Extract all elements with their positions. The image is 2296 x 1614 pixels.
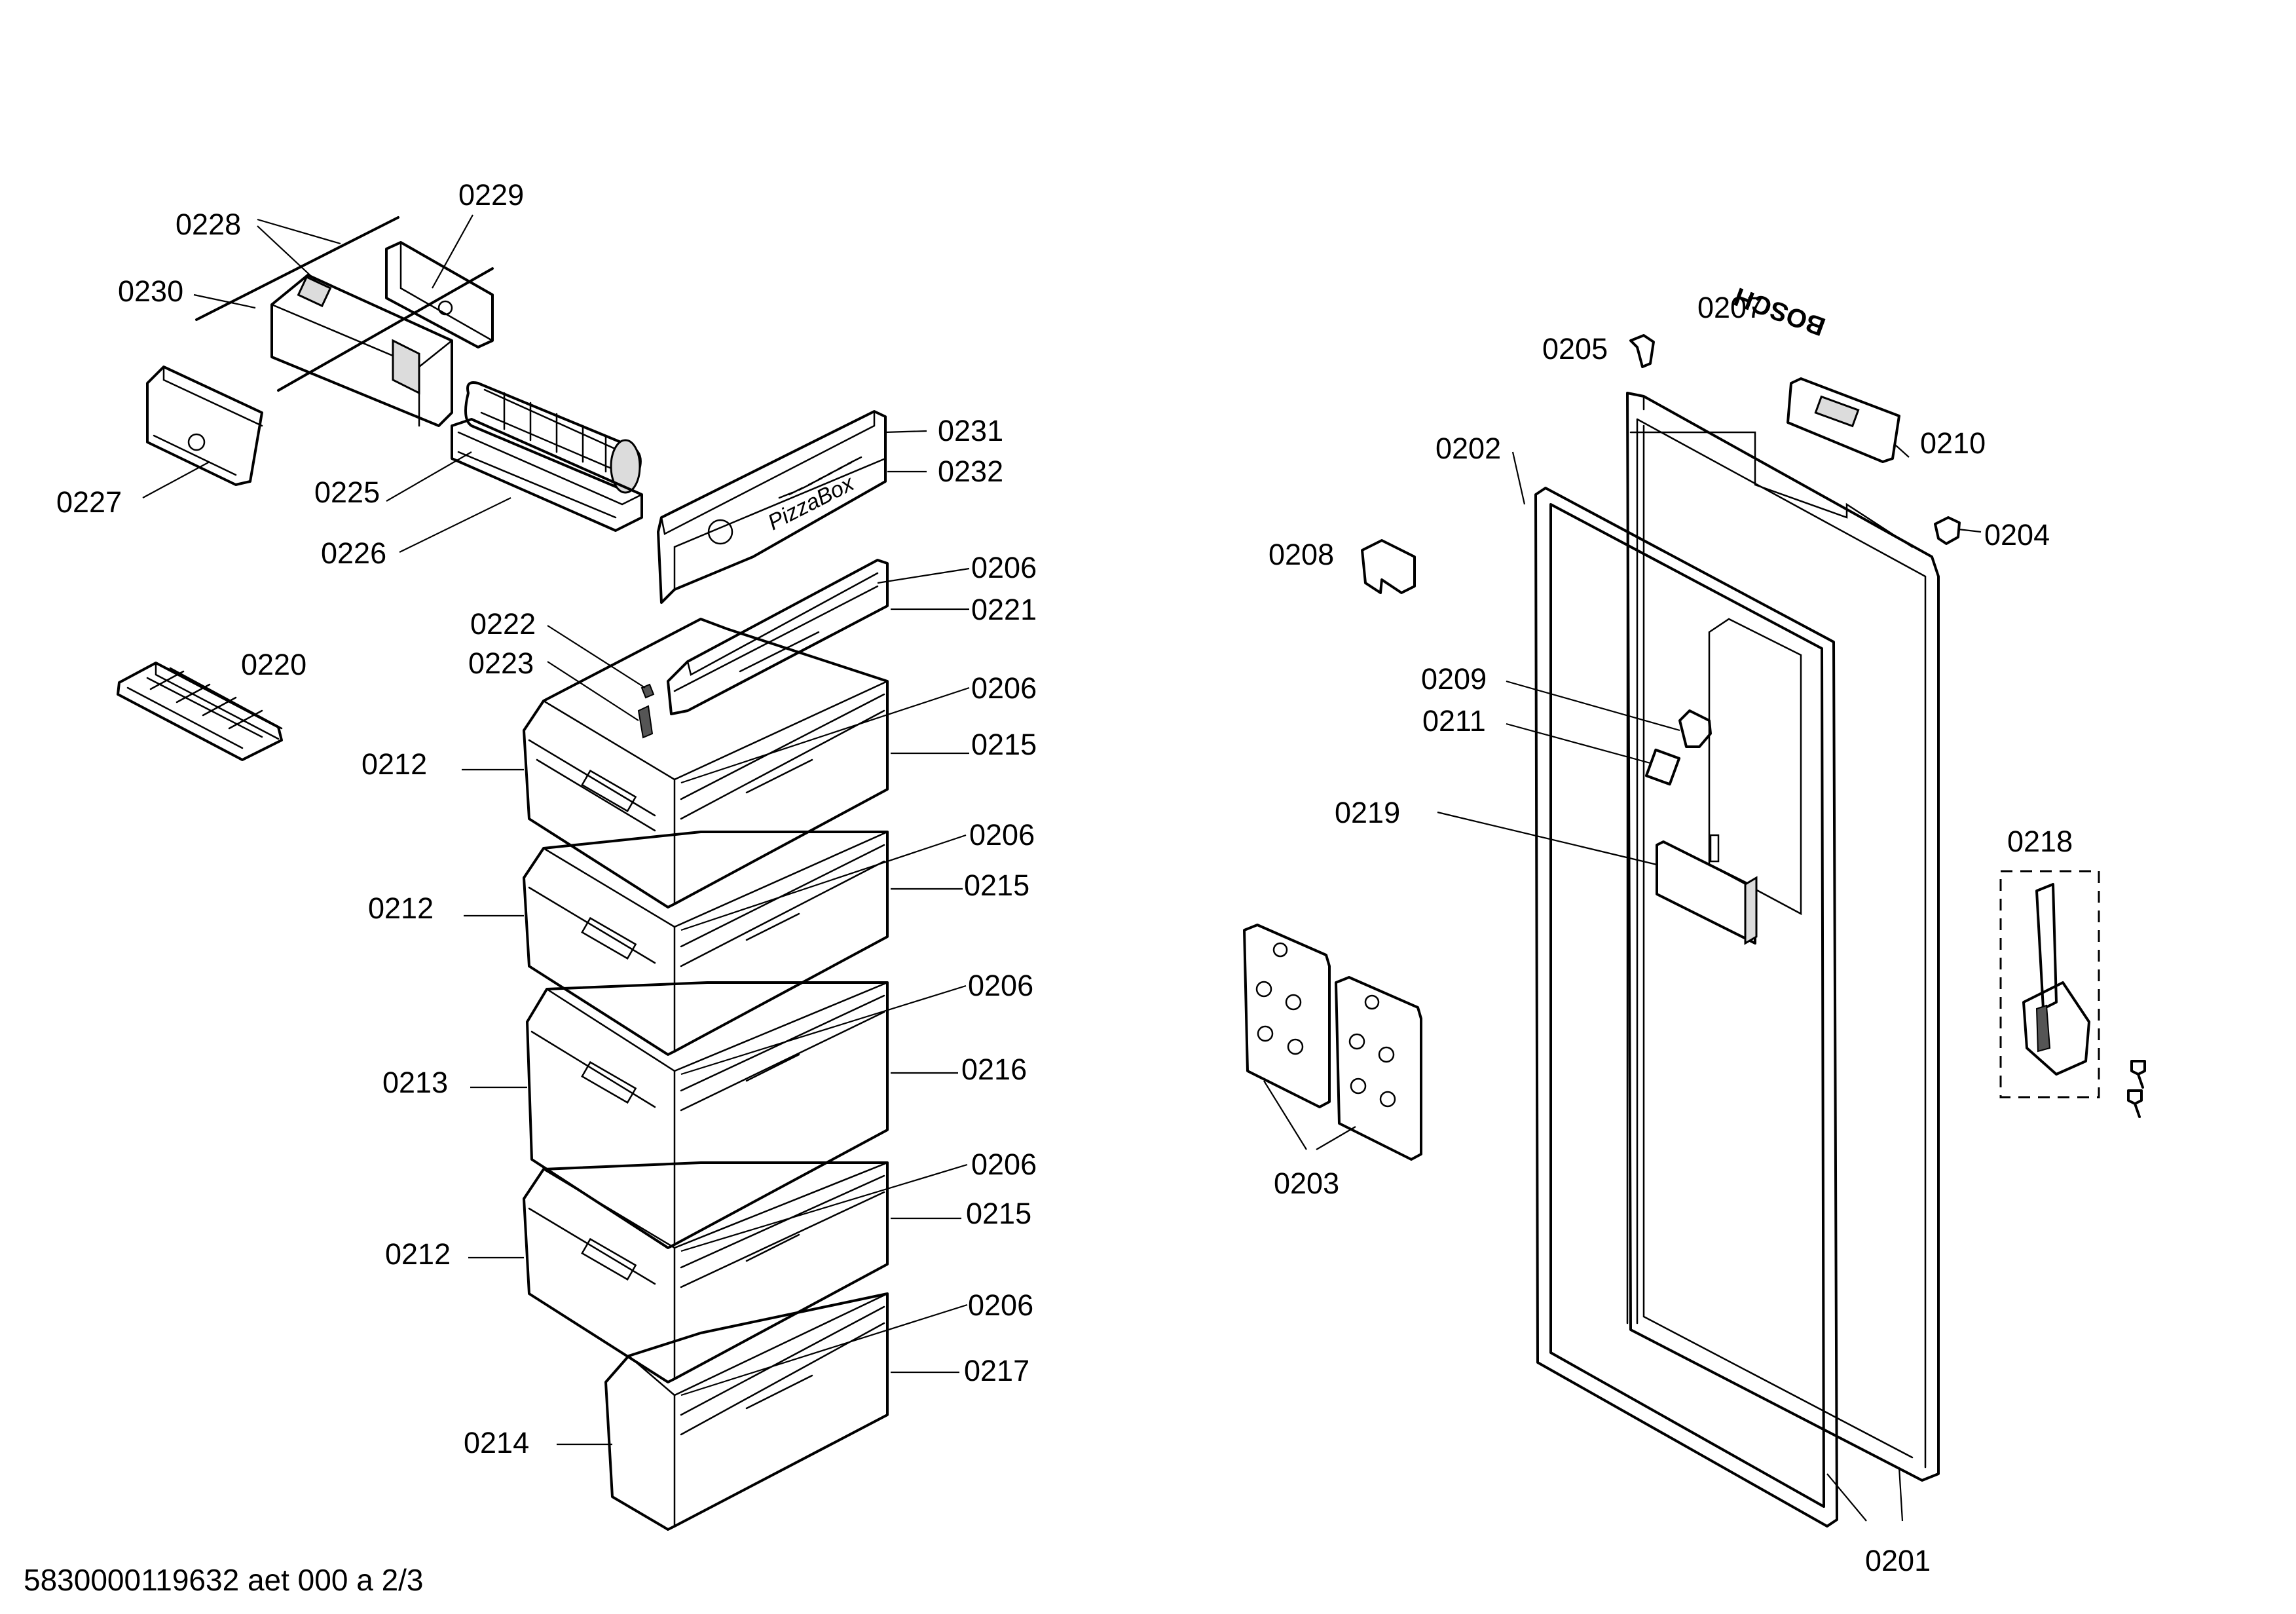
- callout-0215: 0215: [966, 1197, 1031, 1230]
- callout-0225: 0225: [314, 476, 380, 509]
- callout-0206: 0206: [971, 671, 1037, 705]
- callout-0230: 0230: [118, 274, 183, 308]
- callout-0211: 0211: [1422, 704, 1486, 738]
- callout-0206: 0206: [968, 1288, 1033, 1322]
- callout-0202: 0202: [1435, 432, 1501, 465]
- callout-0223: 0223: [468, 647, 534, 680]
- freezer-flap: [637, 559, 889, 739]
- callout-0205: 0205: [1542, 332, 1608, 366]
- callout-0227: 0227: [56, 485, 122, 519]
- callout-0206: 0206: [968, 969, 1033, 1002]
- document-number: 5830000119632 aet 000 a 2/3: [24, 1563, 424, 1597]
- callout-0201: 0201: [1865, 1544, 1931, 1577]
- drawer-stack: [523, 618, 889, 1531]
- callout-0207: 0207: [1697, 291, 1763, 324]
- callout-0231: 0231: [938, 414, 1003, 447]
- callout-0228: 0228: [176, 208, 241, 241]
- callout-labels: 0228 0229 0230 0227 0225 0226 0231 0232 …: [56, 178, 2073, 1577]
- callout-0212: 0212: [385, 1237, 451, 1271]
- callout-0206: 0206: [969, 818, 1035, 852]
- callout-0217: 0217: [964, 1354, 1029, 1387]
- callout-0212: 0212: [361, 747, 427, 781]
- callout-0221: 0221: [971, 593, 1037, 626]
- callout-0214: 0214: [464, 1426, 529, 1459]
- callout-0208: 0208: [1268, 538, 1334, 571]
- leader-lines: [142, 214, 1982, 1522]
- callout-0210: 0210: [1920, 426, 1986, 460]
- callout-0229: 0229: [458, 178, 524, 212]
- callout-0215: 0215: [964, 869, 1029, 902]
- callout-0220: 0220: [241, 648, 306, 681]
- ice-maker-assembly: [117, 216, 643, 761]
- callout-0206: 0206: [971, 551, 1037, 584]
- callout-0209: 0209: [1421, 662, 1487, 696]
- callout-0212: 0212: [368, 891, 434, 925]
- callout-0222: 0222: [470, 607, 536, 641]
- callout-0216: 0216: [961, 1053, 1027, 1086]
- callout-0232: 0232: [938, 455, 1003, 488]
- callout-0204: 0204: [1984, 518, 2050, 552]
- callout-0215: 0215: [971, 728, 1037, 761]
- door-assembly: BOSCH: [1243, 282, 2146, 1528]
- callout-0206: 0206: [971, 1148, 1037, 1181]
- callout-0218: 0218: [2007, 825, 2073, 858]
- callout-0219: 0219: [1335, 796, 1400, 829]
- callout-0203: 0203: [1274, 1167, 1339, 1200]
- callout-0226: 0226: [321, 536, 386, 570]
- callout-0213: 0213: [382, 1066, 448, 1099]
